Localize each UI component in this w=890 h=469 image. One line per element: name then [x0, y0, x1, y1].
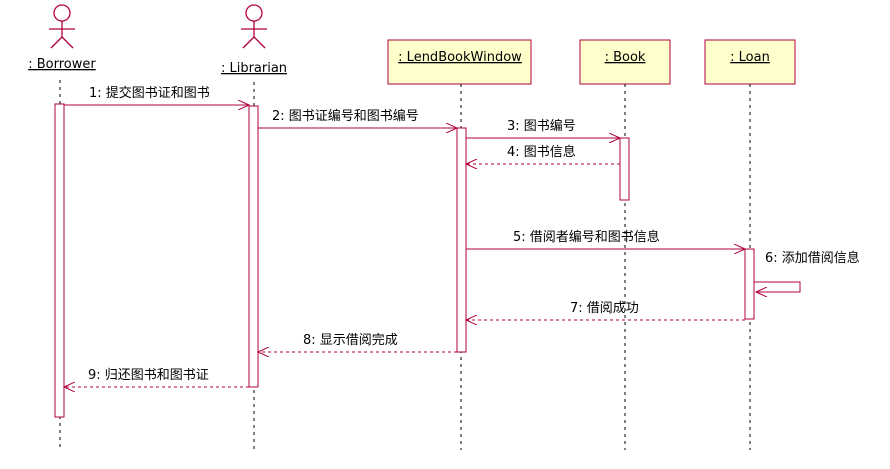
message-7-label: 7: 借阅成功 — [570, 301, 639, 316]
message-6-label: 6: 添加借阅信息 — [765, 250, 860, 266]
participant-loan: : Loan — [704, 39, 796, 85]
object-box — [387, 39, 532, 85]
actor-icon — [241, 4, 267, 49]
activation-librarian — [248, 105, 259, 388]
participant-label: : LendBookWindow — [398, 50, 522, 65]
participant-label: : Book — [605, 50, 646, 65]
lifelines — [59, 80, 751, 450]
message-5-label: 5: 借阅者编号和图书信息 — [513, 229, 660, 245]
activation-book — [619, 137, 630, 201]
participant-book: : Book — [579, 39, 671, 85]
object-box — [704, 39, 796, 85]
message-6-arrow — [754, 281, 801, 292]
message-labels: 1: 提交图书证和图书 2: 图书证编号和图书编号 3: 图书编号 4: 图书信… — [88, 85, 860, 383]
participant-label: : Librarian — [221, 61, 287, 76]
message-2-label: 2: 图书证编号和图书编号 — [272, 109, 419, 124]
message-4-label: 4: 图书信息 — [507, 144, 576, 160]
activation-lendbookwindow — [456, 127, 467, 353]
message-3-label: 3: 图书编号 — [507, 119, 576, 134]
message-9-label: 9: 归还图书和图书证 — [88, 368, 209, 383]
actor-icon — [49, 4, 75, 49]
message-8-label: 8: 显示借阅完成 — [303, 333, 398, 348]
participant-label: : Loan — [730, 50, 770, 65]
message-1-label: 1: 提交图书证和图书 — [89, 85, 210, 101]
activations — [54, 103, 755, 418]
messages — [64, 105, 801, 387]
participant-lendbookwindow: : LendBookWindow — [387, 39, 532, 85]
participant-label: : Borrower — [28, 57, 96, 72]
activation-loan — [744, 248, 755, 320]
participant-librarian: : Librarian — [221, 4, 287, 76]
participant-borrower: : Borrower — [28, 4, 96, 72]
activation-borrower — [54, 103, 65, 418]
